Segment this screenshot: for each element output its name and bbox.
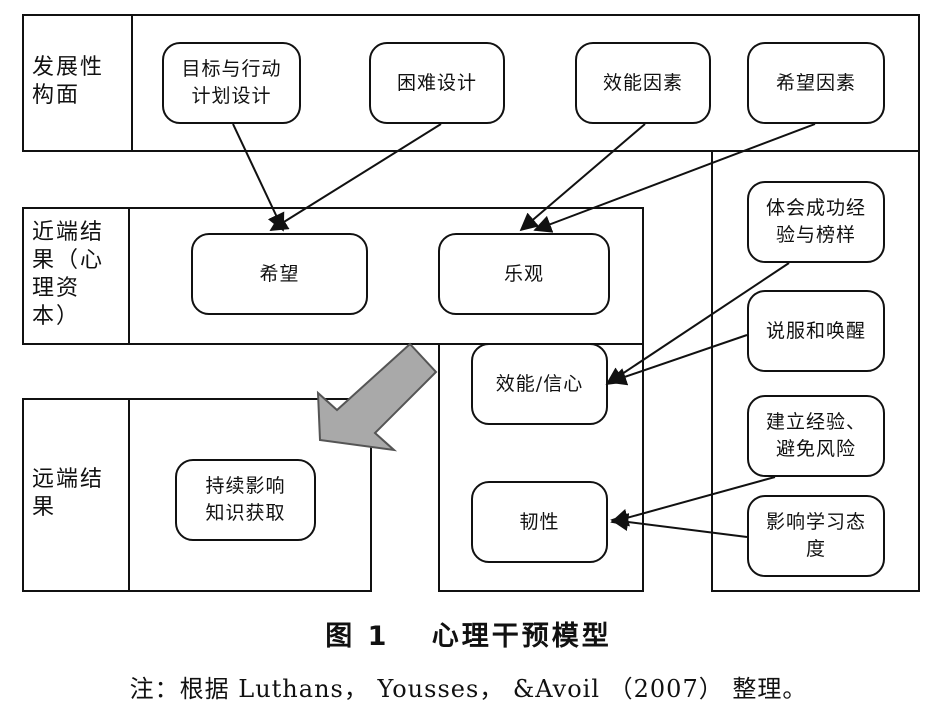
figure-caption: 图 1 心理干预模型 — [325, 621, 612, 652]
node-hope-factor: 希望因素 — [747, 42, 885, 124]
developmental-label-divider — [131, 14, 133, 152]
developmental-label: 发展性 构面 — [32, 55, 105, 108]
distal-frame — [22, 398, 372, 592]
distal-label-divider — [128, 398, 130, 592]
developmental-frame — [22, 14, 920, 152]
figure-note: 注：根据 Luthans， Yousses， &Avoil （2007） 整理。 — [129, 675, 808, 703]
node-efficacy: 效能/信心 — [471, 343, 608, 425]
node-optimism: 乐观 — [438, 233, 610, 315]
proximal-label: 近端结 果（心 理资 本） — [32, 220, 105, 329]
node-hope: 希望 — [191, 233, 368, 315]
node-persuasion: 说服和唤醒 — [747, 290, 885, 372]
proximal-label-divider — [128, 207, 130, 345]
node-difficulty: 困难设计 — [369, 42, 505, 124]
node-efficacy-factor: 效能因素 — [575, 42, 711, 124]
node-build-experience: 建立经验、 避免风险 — [747, 395, 885, 477]
node-goal-plan: 目标与行动 计划设计 — [162, 42, 301, 124]
efficacy-column-frame — [438, 343, 644, 592]
node-success-model: 体会成功经 验与榜样 — [747, 181, 885, 263]
node-resilience: 韧性 — [471, 481, 608, 563]
distal-label: 远端结 果 — [32, 467, 105, 520]
node-attitude: 影响学习态 度 — [747, 495, 885, 577]
node-knowledge: 持续影响 知识获取 — [175, 459, 316, 541]
